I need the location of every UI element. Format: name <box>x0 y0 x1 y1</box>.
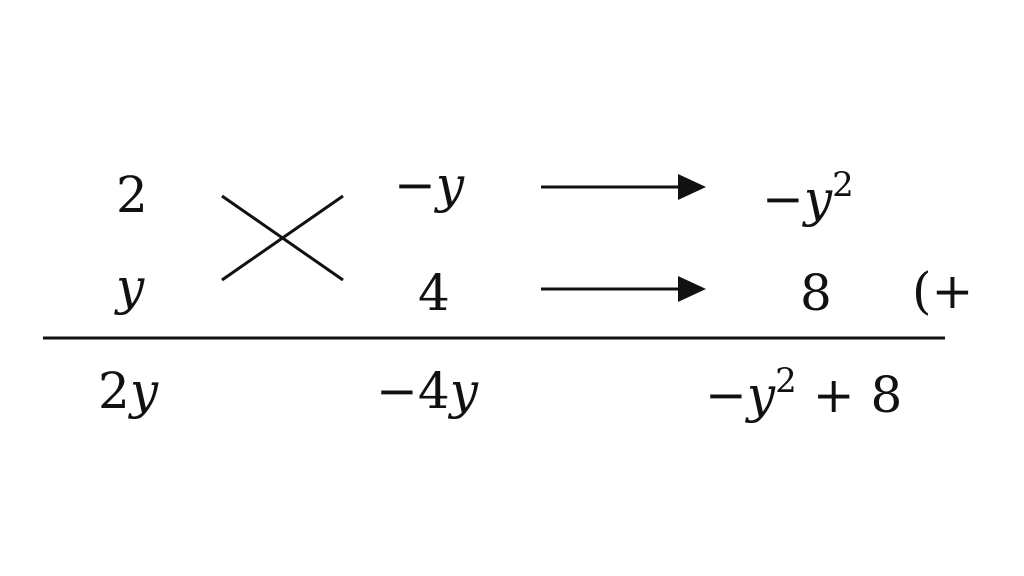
row2-note-text: (+ <box>912 262 974 320</box>
row1-right-sign: − <box>762 170 804 228</box>
result-right-var: y <box>746 366 776 424</box>
result-middle-var: y <box>449 362 478 420</box>
cross-line-up <box>221 194 344 282</box>
result-right-exponent: 2 <box>775 361 797 401</box>
arrow-row2-head <box>678 276 706 302</box>
row1-left-term: 2 <box>116 170 148 220</box>
row2-middle-value: 4 <box>418 264 450 322</box>
result-left-term: 2y <box>98 366 158 416</box>
row2-right-value: 8 <box>800 264 832 322</box>
row1-right-term: −y2 <box>762 168 854 224</box>
row1-middle-sign: − <box>394 156 436 214</box>
result-right-term: −y2 + 8 <box>705 364 902 420</box>
row2-left-term: y <box>116 262 144 312</box>
row2-left-var: y <box>116 258 145 316</box>
row1-middle-term: −y <box>394 160 464 210</box>
result-right-sign: − <box>705 366 747 424</box>
arrow-row1-head <box>678 174 706 200</box>
row1-right-var: y <box>803 170 833 228</box>
result-middle-term: −4y <box>376 366 478 416</box>
result-middle-sign: − <box>376 362 418 420</box>
row1-middle-var: y <box>435 156 465 214</box>
row1-right-exponent: 2 <box>832 165 854 205</box>
result-left-coef: 2 <box>98 362 130 420</box>
result-right-tail: + 8 <box>796 366 903 424</box>
row1-left-value: 2 <box>116 166 148 224</box>
row2-note: (+ <box>912 266 973 316</box>
result-middle-coef: 4 <box>417 362 450 420</box>
result-left-var: y <box>129 362 159 420</box>
row2-middle-term: 4 <box>418 268 450 318</box>
row2-right-term: 8 <box>800 268 832 318</box>
